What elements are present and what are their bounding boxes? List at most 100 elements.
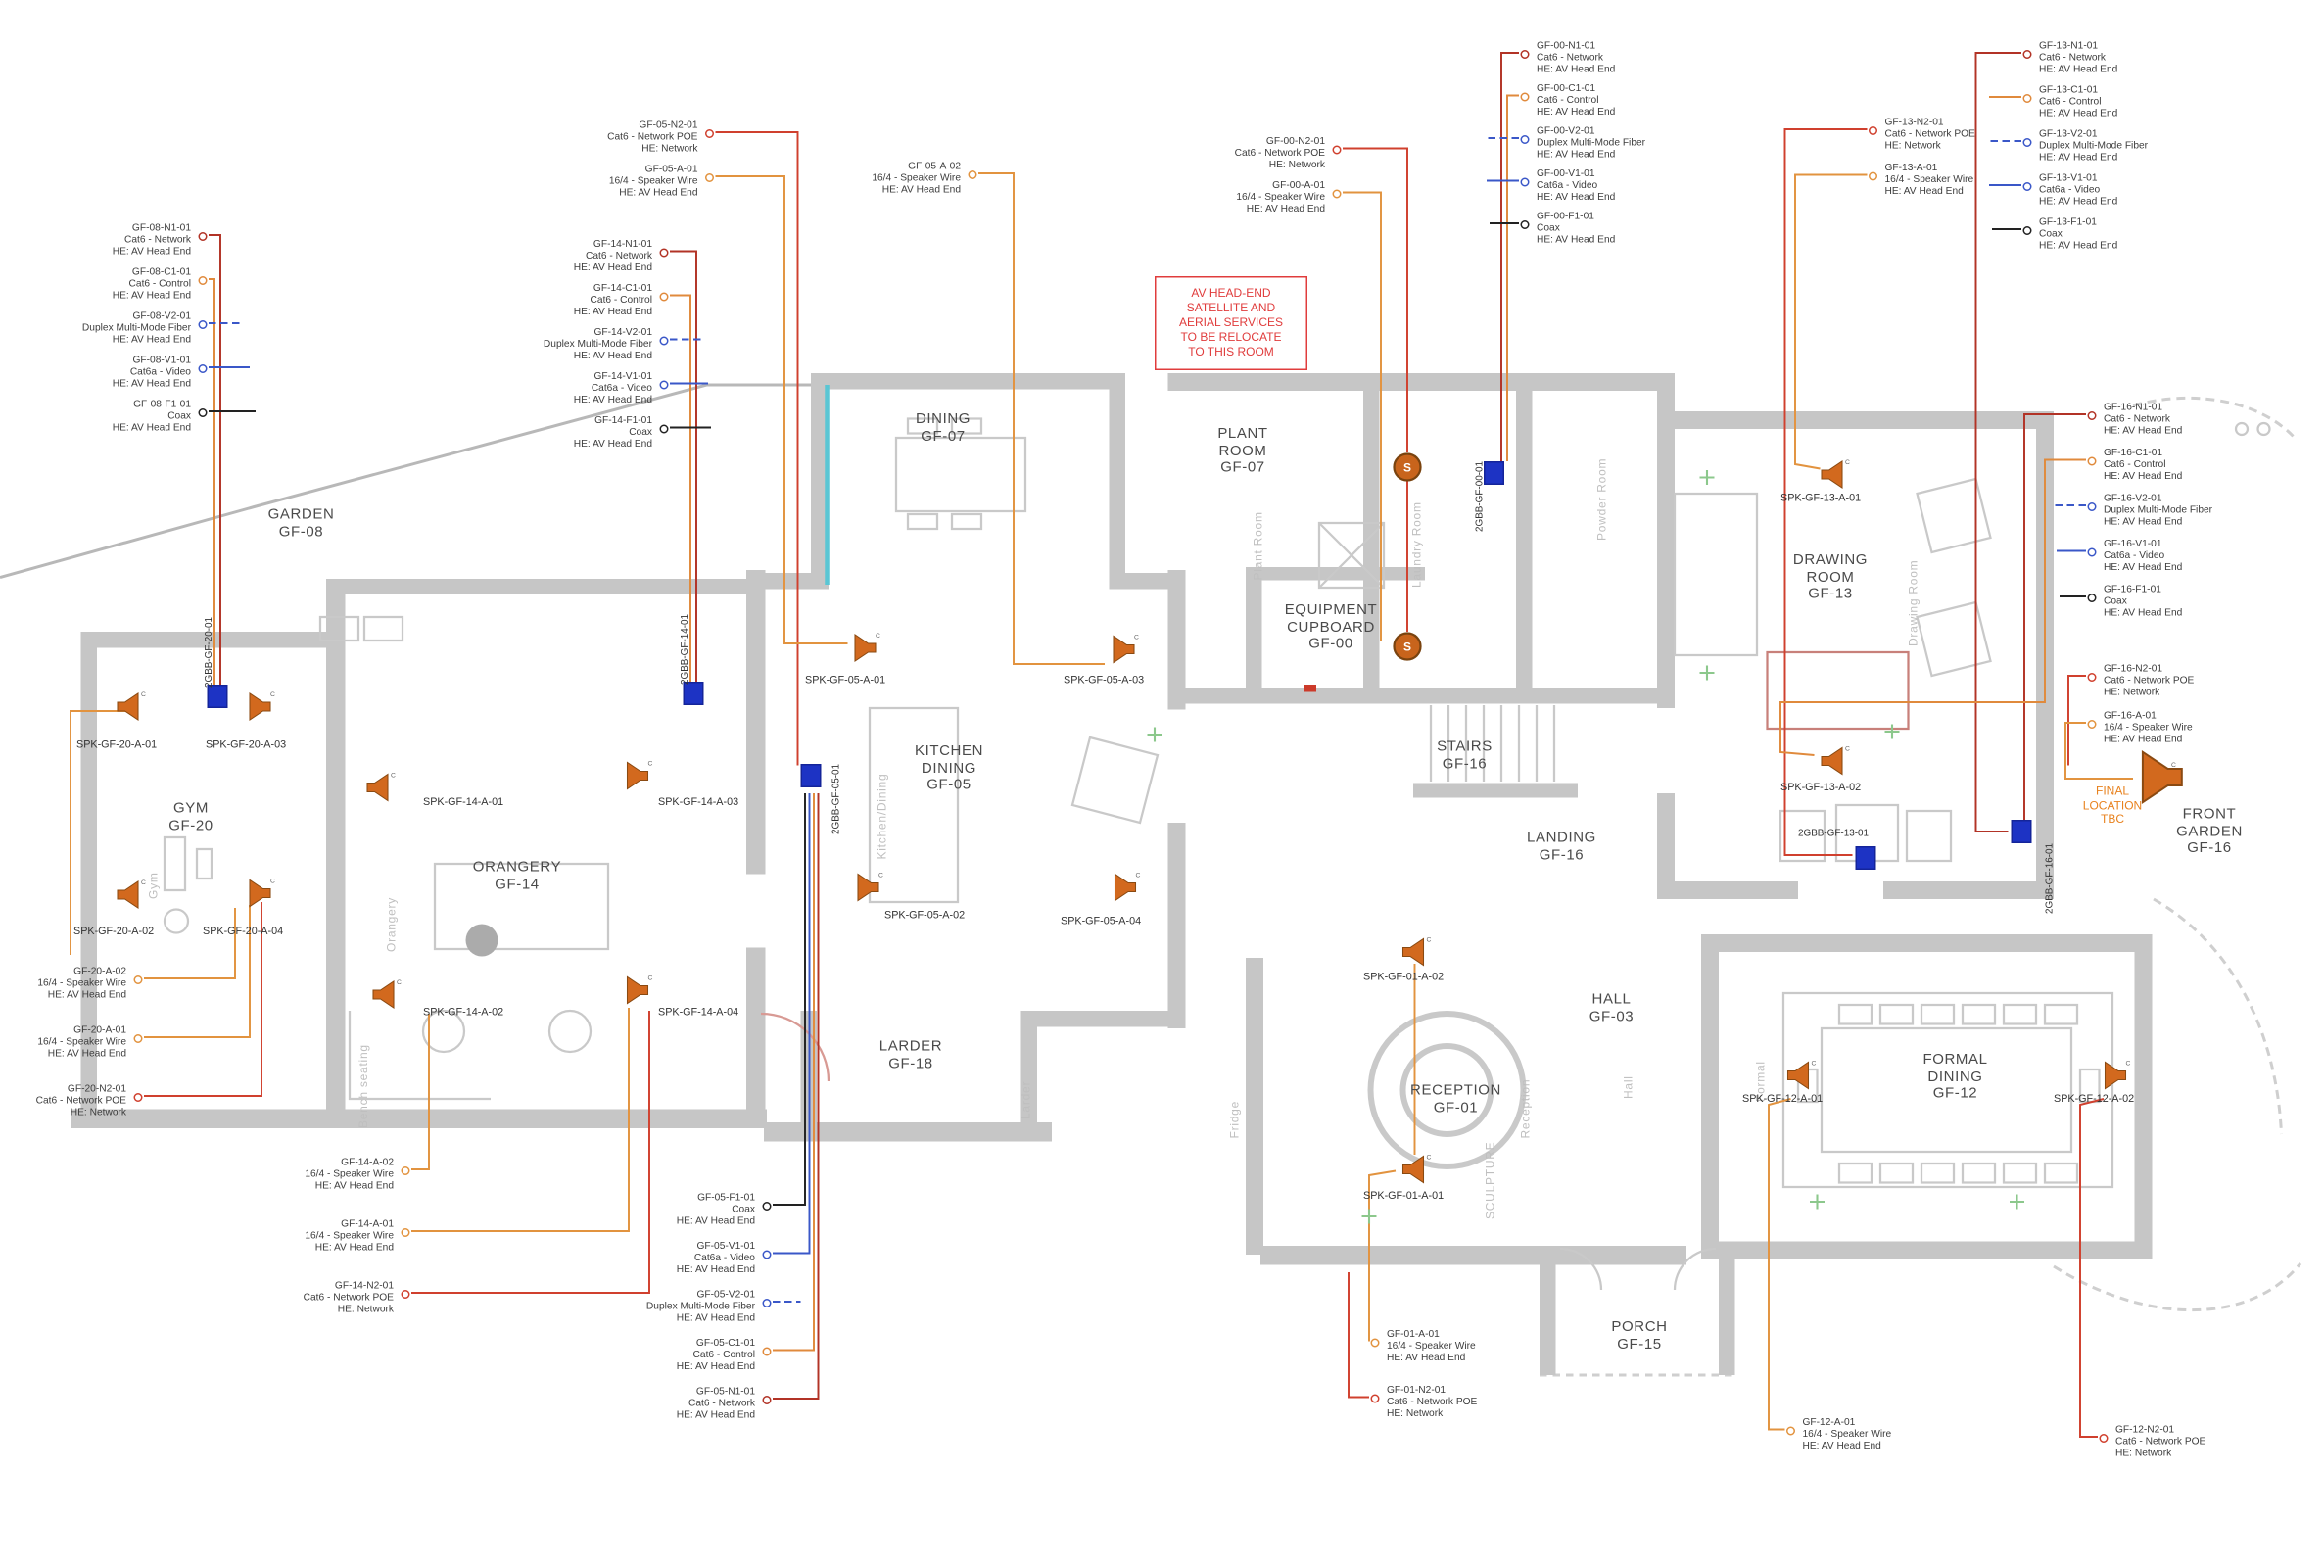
speaker-icon (249, 692, 271, 721)
speaker-channel-marker: C (878, 873, 883, 879)
speaker-icon (1786, 1061, 1810, 1090)
speaker-channel-marker: C (391, 773, 396, 780)
network-box-icon (1484, 461, 1504, 485)
speaker-channel-marker: C (648, 761, 653, 768)
network-box-icon (2011, 820, 2032, 843)
highlight-marks (825, 385, 1316, 692)
wire-speaker (2064, 722, 2133, 780)
wire-control (209, 278, 215, 688)
cable-wires (70, 52, 2133, 1438)
wire-poe (411, 1011, 650, 1294)
light-marker-icon (1147, 727, 1162, 742)
final-location-line: LOCATION (2082, 798, 2143, 812)
speaker-icon (1401, 1155, 1425, 1184)
speaker-icon (626, 975, 649, 1005)
speaker-icon (117, 880, 139, 909)
speaker-icon (2104, 1061, 2127, 1090)
speaker-channel-marker: C (1812, 1061, 1817, 1068)
wire-speaker (70, 710, 132, 955)
speaker-icon (1821, 460, 1843, 489)
wire-poe (2067, 675, 2086, 766)
satellite-letter: S (1403, 461, 1411, 475)
final-location-line: FINAL (2095, 784, 2129, 798)
wire-poe (1343, 147, 1408, 452)
wire-network (670, 250, 697, 685)
speaker-channel-marker: C (1845, 746, 1850, 753)
wire-network (1974, 52, 2021, 832)
wire-control (1779, 458, 2086, 756)
speaker-channel-marker: C (270, 879, 275, 885)
light-marker-icon (1884, 724, 1900, 739)
speaker-icon (366, 773, 389, 802)
note-line: AV HEAD-END (1191, 286, 1271, 301)
speaker-icon (1401, 937, 1425, 967)
speaker-channel-marker: C (2126, 1061, 2131, 1068)
wire-network (773, 793, 820, 1400)
speaker-icon (117, 692, 139, 721)
speaker-channel-marker: C (1845, 459, 1850, 466)
speaker-channel-marker: C (1136, 873, 1141, 879)
wire-poe (1783, 128, 1868, 856)
wire-poe (144, 902, 262, 1097)
note-line: SATELLITE AND (1186, 301, 1276, 315)
speaker-channel-marker: C (876, 633, 880, 640)
speaker-channel-marker: C (648, 975, 653, 982)
note-line: AERIAL SERVICES (1178, 315, 1284, 330)
network-box-icon (800, 764, 822, 787)
wire-network (209, 234, 221, 688)
speaker-icon (249, 879, 271, 908)
final-location-line: TBC (2101, 812, 2124, 827)
wire-control (670, 294, 691, 685)
speaker-icon (1114, 873, 1137, 902)
light-marker-icon (1361, 1209, 1377, 1224)
final-location-note: FINAL LOCATION TBC (2074, 784, 2151, 827)
wire-speaker (1794, 173, 1868, 470)
light-marker-icon (1699, 470, 1715, 485)
satellite-letter: S (1403, 641, 1411, 654)
speaker-channel-marker: C (141, 691, 146, 698)
speaker-icon (2141, 749, 2183, 805)
wire-speaker (411, 1014, 430, 1170)
wire-control (1506, 94, 1519, 461)
wire-speaker (144, 908, 236, 979)
walls (71, 373, 2153, 1375)
wire-speaker (1343, 191, 1382, 641)
wire-network (1500, 52, 1519, 461)
speaker-icon (626, 761, 649, 790)
light-marker-icon (1699, 665, 1715, 681)
wire-speaker (715, 175, 848, 644)
speaker-channel-marker: C (270, 691, 275, 698)
wire-video (773, 793, 811, 1255)
wire-poe (1348, 1272, 1369, 1399)
speaker-icon (854, 634, 877, 662)
light-marker-icon (2010, 1194, 2024, 1210)
network-box-icon (207, 685, 228, 708)
satellite-icon: S (1393, 632, 1422, 661)
speaker-channel-marker: C (141, 879, 146, 886)
satellite-icon: S (1393, 452, 1422, 482)
av-relocate-note: AV HEAD-END SATELLITE AND AERIAL SERVICE… (1155, 276, 1307, 370)
speaker-channel-marker: C (1134, 635, 1139, 641)
wire-poe (2079, 1098, 2105, 1438)
wire-network (2023, 413, 2086, 822)
wire-poe (715, 131, 799, 766)
network-box-icon (1855, 846, 1876, 870)
wire-control (773, 793, 815, 1352)
speaker-icon (857, 873, 879, 902)
speaker-channel-marker: C (2171, 762, 2176, 769)
wire-speaker (1768, 1098, 1791, 1431)
wire-speaker (978, 172, 1105, 665)
wire-speaker (411, 1008, 630, 1232)
speaker-icon (372, 980, 395, 1009)
speaker-icon (1821, 746, 1843, 776)
speaker-channel-marker: C (1427, 937, 1432, 944)
wire-coax (773, 793, 806, 1206)
speaker-channel-marker: C (397, 979, 402, 986)
note-line: TO BE RELOCATE (1180, 330, 1282, 345)
wire-speaker (144, 905, 251, 1038)
network-box-icon (683, 682, 704, 705)
